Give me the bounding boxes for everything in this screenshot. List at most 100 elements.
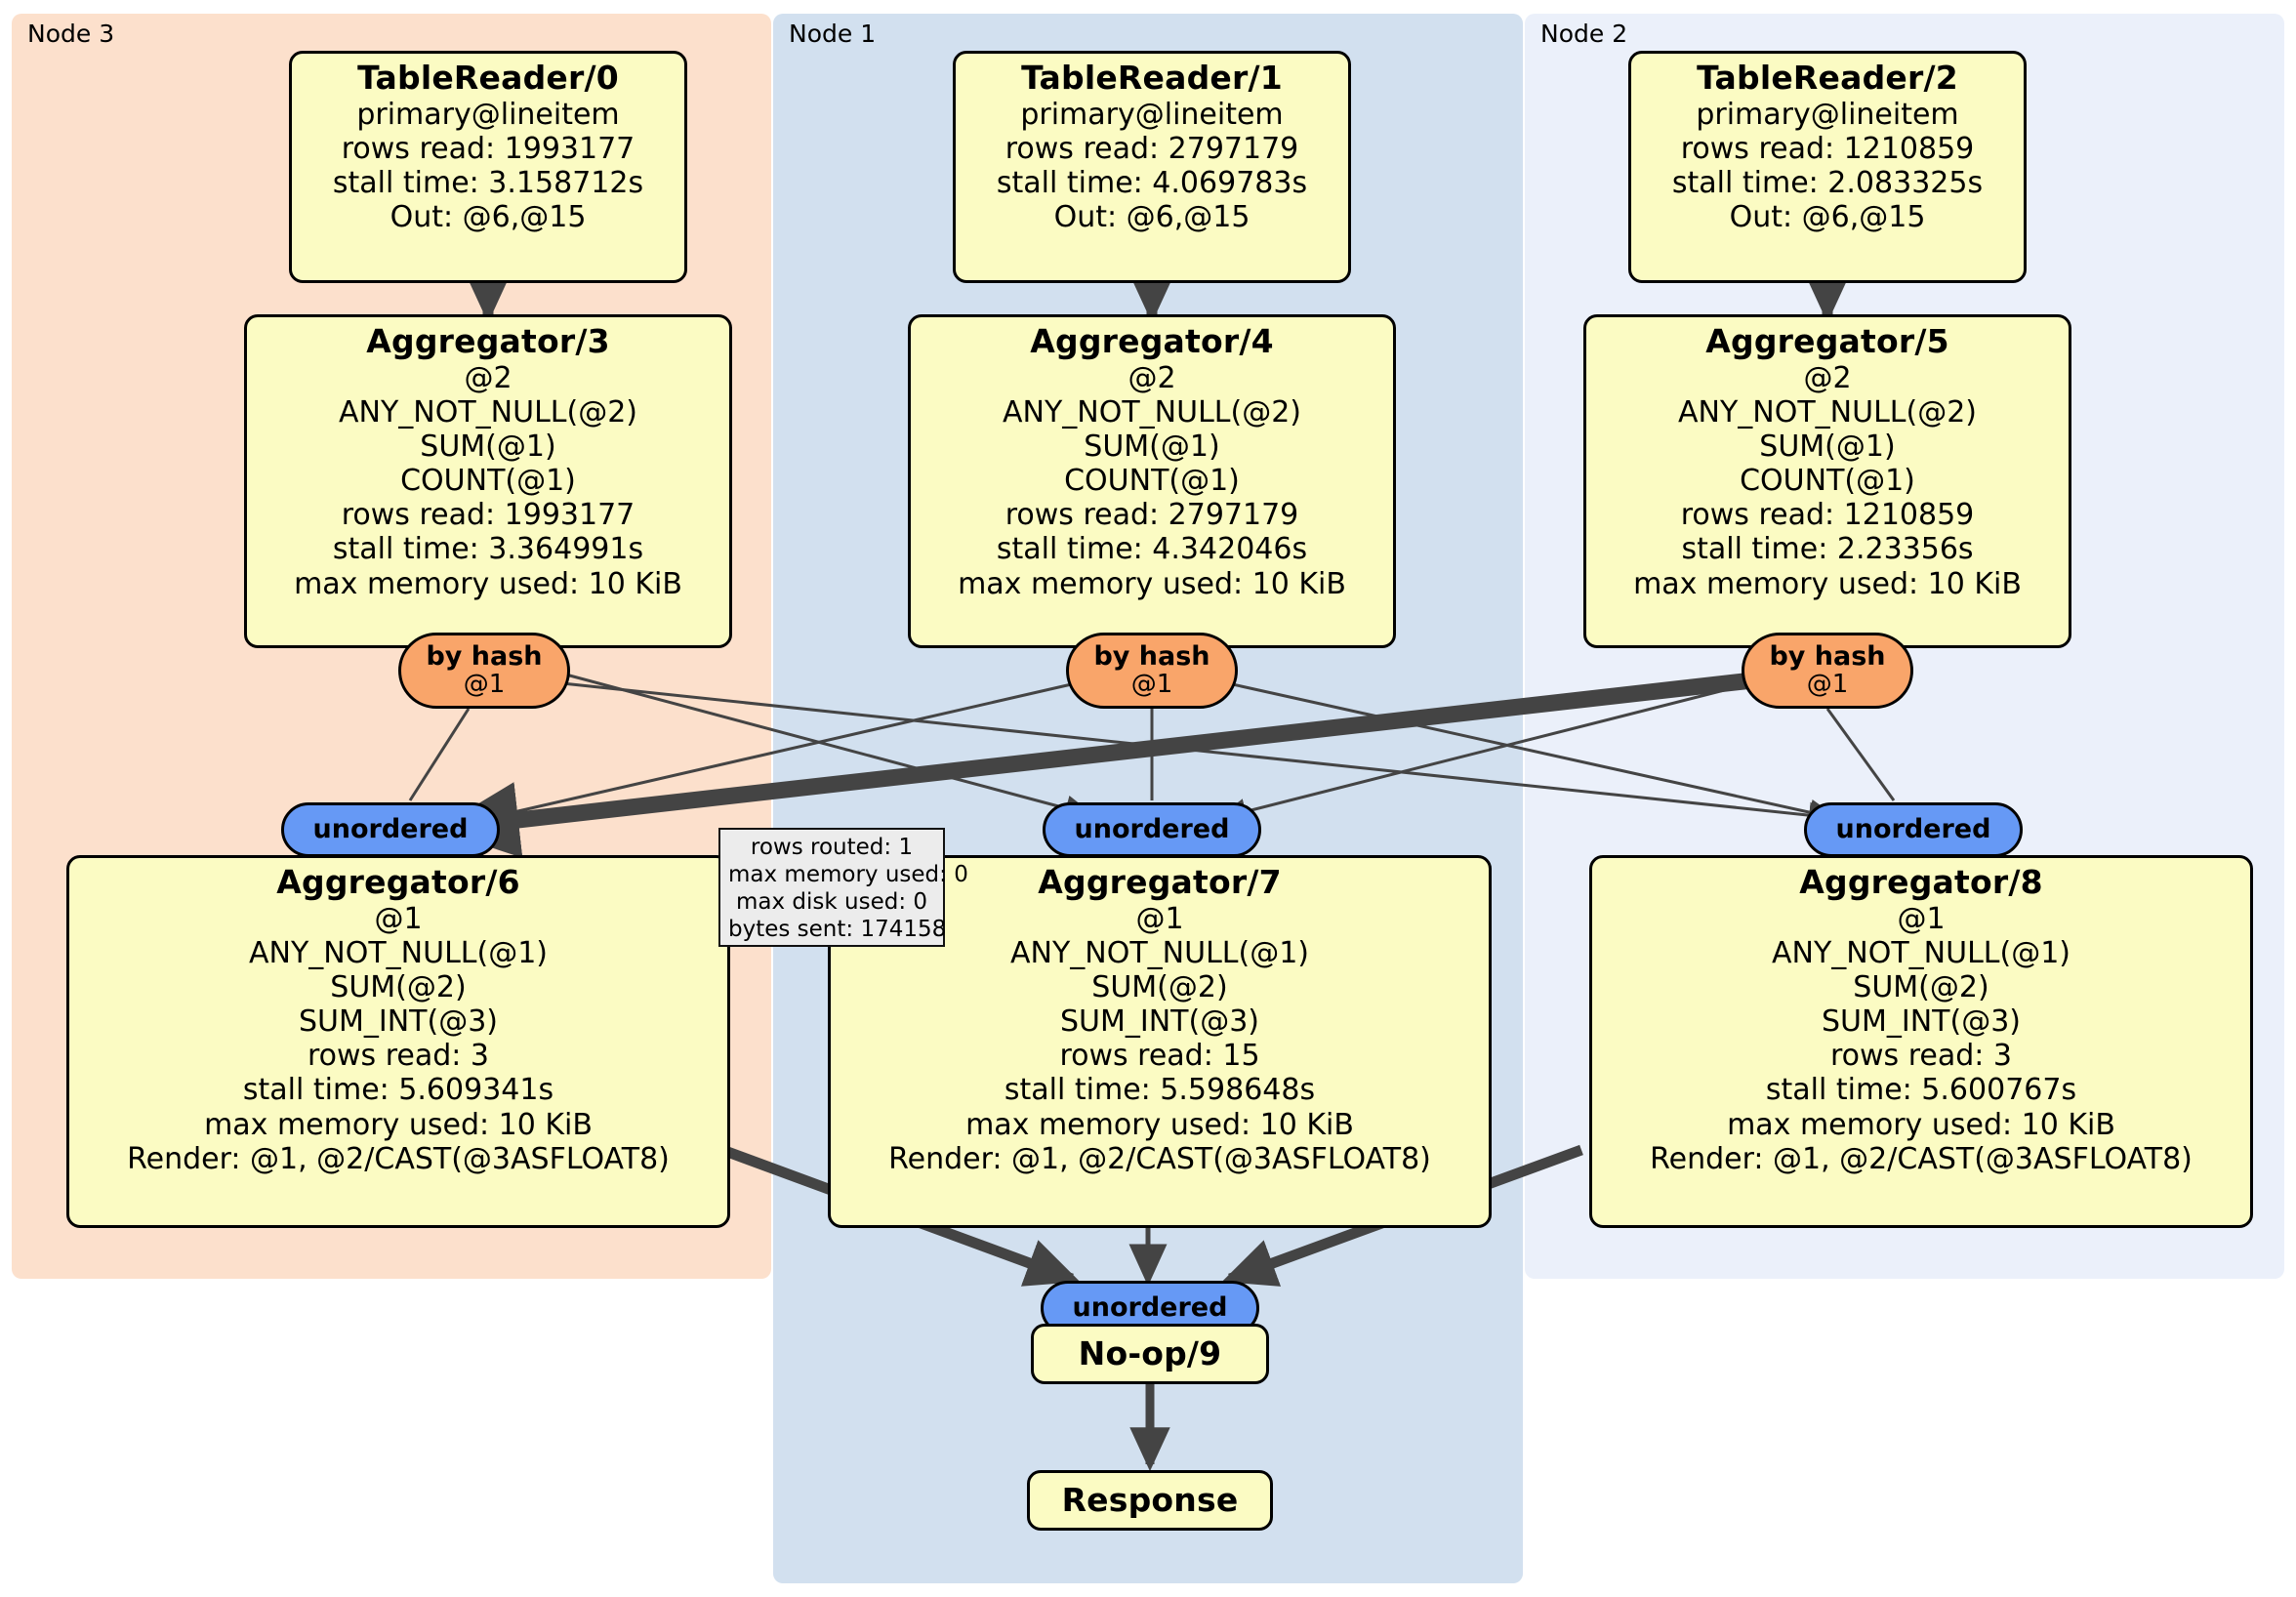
synchronizer-unordered-node-2[interactable]: unordered <box>1804 802 2023 857</box>
synchronizer-unordered-node-1[interactable]: unordered <box>1043 802 1261 857</box>
operator-detail: Out: @6,@15 <box>1729 200 1926 235</box>
operator-detail: primary@lineitem <box>1020 97 1284 132</box>
operator-detail: ANY_NOT_NULL(@1) <box>1010 936 1309 971</box>
operator-render-expr: Render: @1, @2/CAST(@3ASFLOAT8) <box>888 1141 1431 1176</box>
operator-detail: SUM_INT(@3) <box>1060 1004 1259 1040</box>
router-by-hash-node-1[interactable]: by hash @1 <box>1066 633 1238 709</box>
operator-detail: @1 <box>1897 901 1946 936</box>
operator-detail: primary@lineitem <box>356 97 620 132</box>
operator-title: Aggregator/7 <box>1038 863 1282 901</box>
operator-detail: stall time: 2.23356s <box>1681 532 1974 567</box>
operator-detail: @1 <box>374 901 423 936</box>
operator-title: Aggregator/4 <box>1030 322 1274 360</box>
operator-render-expr: Render: @1, @2/CAST(@3ASFLOAT8) <box>127 1141 670 1176</box>
operator-detail: SUM(@1) <box>1759 430 1896 465</box>
operator-detail: @2 <box>1803 360 1852 395</box>
operator-detail: Out: @6,@15 <box>390 200 587 235</box>
operator-detail: max memory used: 10 KiB <box>204 1107 593 1142</box>
router-column: @1 <box>1130 669 1173 699</box>
operator-detail: SUM_INT(@3) <box>299 1004 498 1040</box>
operator-noop-9[interactable]: No-op/9 <box>1031 1324 1269 1384</box>
operator-aggregator-5[interactable]: Aggregator/5 @2 ANY_NOT_NULL(@2) SUM(@1)… <box>1583 314 2071 648</box>
operator-detail: stall time: 3.364991s <box>332 532 644 567</box>
operator-render-expr: Render: @1, @2/CAST(@3ASFLOAT8) <box>1650 1141 2193 1176</box>
operator-detail: rows read: 2797179 <box>1004 132 1299 167</box>
router-column: @1 <box>463 669 506 699</box>
operator-detail: stall time: 5.609341s <box>242 1073 554 1108</box>
stats-rows-routed: rows routed: 1 <box>750 835 914 860</box>
operator-detail: stall time: 4.342046s <box>996 532 1308 567</box>
router-label: by hash <box>426 641 543 673</box>
operator-detail: rows read: 1993177 <box>341 132 636 167</box>
operator-detail: max memory used: 10 KiB <box>965 1107 1354 1142</box>
operator-detail: ANY_NOT_NULL(@1) <box>249 936 548 971</box>
operator-title: Aggregator/5 <box>1705 322 1949 360</box>
operator-detail: SUM(@2) <box>1091 970 1228 1005</box>
router-by-hash-node-3[interactable]: by hash @1 <box>398 633 570 709</box>
operator-detail: ANY_NOT_NULL(@2) <box>1003 395 1301 430</box>
operator-detail: max memory used: 10 KiB <box>1727 1107 2115 1142</box>
operator-detail: stall time: 3.158712s <box>332 166 644 201</box>
operator-detail: rows read: 1993177 <box>341 498 636 533</box>
stats-bytes-sent: bytes sent: 174158 <box>728 917 947 943</box>
router-label: by hash <box>1093 641 1210 673</box>
operator-detail: SUM_INT(@3) <box>1822 1004 2021 1040</box>
operator-detail: primary@lineitem <box>1696 97 1959 132</box>
operator-aggregator-3[interactable]: Aggregator/3 @2 ANY_NOT_NULL(@2) SUM(@1)… <box>244 314 732 648</box>
operator-detail: COUNT(@1) <box>1740 464 1915 499</box>
operator-tablereader-1[interactable]: TableReader/1 primary@lineitem rows read… <box>953 51 1351 283</box>
operator-response[interactable]: Response <box>1027 1470 1273 1531</box>
operator-detail: @1 <box>1135 901 1184 936</box>
operator-detail: rows read: 2797179 <box>1004 498 1299 533</box>
operator-detail: stall time: 4.069783s <box>996 166 1308 201</box>
operator-detail: stall time: 5.598648s <box>1004 1073 1316 1108</box>
stream-stats-tooltip: rows routed: 1 max memory used: 0 max di… <box>718 828 968 947</box>
operator-aggregator-6[interactable]: Aggregator/6 @1 ANY_NOT_NULL(@1) SUM(@2)… <box>66 855 730 1228</box>
cluster-label-node-2: Node 2 <box>1540 20 1628 48</box>
operator-detail: rows read: 3 <box>307 1039 490 1074</box>
operator-detail: max memory used: 10 KiB <box>1633 566 2022 601</box>
operator-title: Aggregator/3 <box>366 322 610 360</box>
synchronizer-unordered-node-3[interactable]: unordered <box>281 802 500 857</box>
operator-detail: SUM(@1) <box>1084 430 1220 465</box>
router-column: @1 <box>1806 669 1849 699</box>
stats-max-disk: max disk used: 0 <box>735 889 928 916</box>
operator-detail: ANY_NOT_NULL(@2) <box>339 395 637 430</box>
operator-detail: rows read: 1210859 <box>1680 498 1975 533</box>
operator-aggregator-4[interactable]: Aggregator/4 @2 ANY_NOT_NULL(@2) SUM(@1)… <box>908 314 1396 648</box>
operator-title: Aggregator/6 <box>276 863 520 901</box>
operator-detail: max memory used: 10 KiB <box>958 566 1346 601</box>
operator-title: TableReader/2 <box>1697 59 1958 97</box>
operator-detail: ANY_NOT_NULL(@2) <box>1678 395 1977 430</box>
operator-detail: SUM(@1) <box>420 430 556 465</box>
cluster-label-node-1: Node 1 <box>789 20 877 48</box>
operator-title: Response <box>1061 1480 1239 1519</box>
router-by-hash-node-2[interactable]: by hash @1 <box>1742 633 1913 709</box>
synchronizer-label: unordered <box>312 813 469 844</box>
stats-max-memory: max memory used: 0 <box>728 862 968 888</box>
operator-detail: max memory used: 10 KiB <box>294 566 682 601</box>
operator-detail: @2 <box>464 360 512 395</box>
router-label: by hash <box>1769 641 1886 673</box>
operator-aggregator-8[interactable]: Aggregator/8 @1 ANY_NOT_NULL(@1) SUM(@2)… <box>1589 855 2253 1228</box>
operator-detail: COUNT(@1) <box>1064 464 1240 499</box>
operator-detail: SUM(@2) <box>1853 970 1989 1005</box>
synchronizer-label: unordered <box>1072 1291 1228 1323</box>
operator-detail: ANY_NOT_NULL(@1) <box>1772 936 2070 971</box>
operator-tablereader-2[interactable]: TableReader/2 primary@lineitem rows read… <box>1628 51 2027 283</box>
operator-title: TableReader/1 <box>1021 59 1283 97</box>
operator-tablereader-0[interactable]: TableReader/0 primary@lineitem rows read… <box>289 51 687 283</box>
operator-title: No-op/9 <box>1078 1333 1222 1372</box>
operator-detail: rows read: 1210859 <box>1680 132 1975 167</box>
operator-detail: Out: @6,@15 <box>1053 200 1250 235</box>
operator-title: TableReader/0 <box>357 59 619 97</box>
cluster-label-node-3: Node 3 <box>27 20 115 48</box>
operator-detail: rows read: 3 <box>1829 1039 2013 1074</box>
operator-title: Aggregator/8 <box>1799 863 2043 901</box>
operator-detail: COUNT(@1) <box>400 464 576 499</box>
operator-detail: stall time: 2.083325s <box>1671 166 1984 201</box>
operator-detail: stall time: 5.600767s <box>1765 1073 2077 1108</box>
operator-detail: @2 <box>1128 360 1176 395</box>
synchronizer-label: unordered <box>1835 813 1991 844</box>
